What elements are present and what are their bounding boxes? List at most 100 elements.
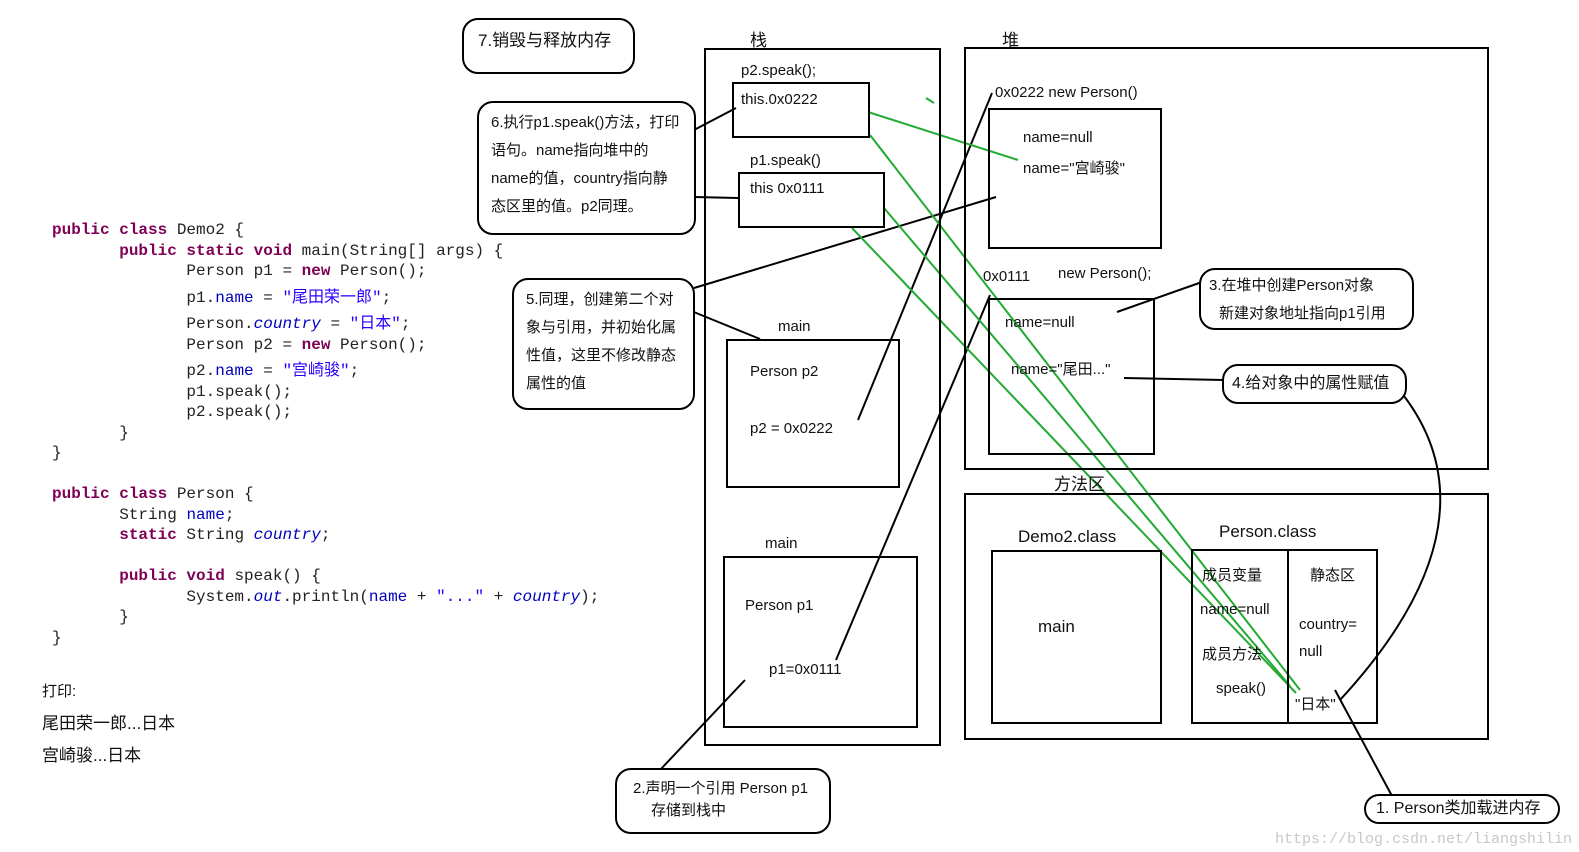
static-country-value: "日本" <box>1295 696 1336 713</box>
code-line: Person.country = "日本"; <box>52 314 411 335</box>
object-2-name-null: name=null <box>1023 129 1093 146</box>
p2-value: p2 = 0x0222 <box>750 420 833 437</box>
demo2-main: main <box>1038 617 1075 636</box>
member-methods-label: 成员方法 <box>1202 646 1263 663</box>
code-line: } <box>52 424 129 442</box>
code-keyword: public void <box>119 567 225 585</box>
method-area-title: 方法区 <box>1054 475 1105 494</box>
member-speak: speak() <box>1216 680 1267 697</box>
main-frame-1 <box>723 556 918 728</box>
code-field: name <box>215 288 254 307</box>
code-text: Person(); <box>330 262 427 280</box>
bubble-step-3: 3.在堆中创建Person对象 新建对象地址指向p1引用 <box>1199 268 1414 330</box>
code-text: Person p2 = <box>186 335 302 354</box>
code-text: Person { <box>167 485 254 503</box>
code-line: Person p2 = new Person(); <box>52 336 426 354</box>
code-keyword: new <box>301 335 331 354</box>
code-text: ; <box>349 362 360 380</box>
code-text: p1. <box>186 288 216 307</box>
p2-speak-label: p2.speak(); <box>741 62 817 79</box>
code-line: Person p1 = new Person(); <box>52 262 426 280</box>
p1-speak-frame <box>738 172 885 228</box>
code-string: "..." <box>436 587 485 606</box>
code-text: String <box>176 526 254 544</box>
object-2 <box>988 108 1162 249</box>
static-area-label: 静态区 <box>1310 567 1356 584</box>
p1-value: p1=0x0111 <box>769 661 842 678</box>
code-text: p1.speak(); <box>186 382 293 401</box>
code-static-field: out <box>253 587 283 606</box>
code-text: p2.speak(); <box>186 403 293 421</box>
code-line: public class Demo2 { <box>52 221 244 239</box>
code-text: main(String[] args) { <box>292 241 504 260</box>
stack-title: 栈 <box>750 31 767 50</box>
code-string: "日本" <box>349 315 401 333</box>
code-field: name <box>186 505 225 524</box>
object-1-name-null: name=null <box>1005 314 1075 331</box>
stack-area <box>704 48 941 746</box>
code-line: } <box>52 608 129 626</box>
code-text: + <box>484 587 513 606</box>
code-text: p2. <box>186 362 216 380</box>
code-line: System.out.println(name + "..." + countr… <box>52 588 599 606</box>
code-keyword: new <box>301 262 331 280</box>
code-text: ; <box>320 526 331 544</box>
code-text: Demo2 { <box>167 221 245 239</box>
this-p2: this.0x0222 <box>741 91 818 108</box>
code-line: p1.speak(); <box>52 383 292 401</box>
code-static-field: country <box>512 587 581 606</box>
code-text: } <box>52 444 62 462</box>
bubble-step-4: 4.给对象中的属性赋值 <box>1222 364 1407 404</box>
bubble-step-5: 5.同理，创建第二个对象与引用，并初始化属性值，这里不修改静态属性的值 <box>512 278 695 410</box>
code-listing: public class Demo2 { public static void … <box>52 220 599 648</box>
static-country: country= <box>1299 616 1357 633</box>
member-name-null: name=null <box>1200 601 1270 618</box>
code-text: ; <box>224 505 235 524</box>
heap-area <box>964 47 1489 470</box>
member-variables-label: 成员变量 <box>1202 567 1263 584</box>
bubble-step-3-line-1: 3.在堆中创建Person对象 <box>1209 277 1375 294</box>
code-text: .println( <box>282 587 369 606</box>
line-4-to-country <box>1339 395 1442 701</box>
line-1-to-person <box>1334 689 1393 797</box>
line-4-to-name <box>1123 377 1225 381</box>
object-1-address: 0x0111 <box>983 268 1030 285</box>
bubble-step-2: 2.声明一个引用 Person p1 存储到栈中 <box>615 768 831 834</box>
static-area-box <box>1287 549 1378 724</box>
code-text: = <box>320 315 350 333</box>
code-line: p1.name = "尾田荣一郎"; <box>52 288 391 309</box>
code-text: ; <box>381 288 392 307</box>
main-frame-2 <box>726 339 900 488</box>
bubble-step-3-line-2: 新建对象地址指向p1引用 <box>1219 305 1386 322</box>
object-1-new: new Person(); <box>1058 265 1152 282</box>
watermark: https://blog.csdn.net/liangshilin <box>1275 831 1573 848</box>
bubble-step-6: 6.执行p1.speak()方法，打印语句。name指向堆中的name的值，co… <box>477 101 696 235</box>
green-this1-to-name <box>883 207 1291 687</box>
bubble-step-2-line-2: 存储到栈中 <box>651 802 727 819</box>
code-text: ; <box>400 315 411 333</box>
green-this1-to-japan <box>851 227 1297 694</box>
code-keyword: public class <box>52 485 168 503</box>
code-text: ); <box>580 587 600 606</box>
p1-variable: Person p1 <box>745 597 814 614</box>
demo2-class-label: Demo2.class <box>1018 527 1117 546</box>
code-text: } <box>52 628 62 647</box>
p1-speak-label: p1.speak() <box>750 152 821 169</box>
code-line: p2.speak(); <box>52 403 292 421</box>
line-6-to-this1 <box>693 196 739 199</box>
code-keyword: static <box>119 526 177 544</box>
this-p1: this 0x0111 <box>750 180 825 197</box>
code-string: "尾田荣一郎" <box>282 288 382 307</box>
code-field: name <box>368 587 408 606</box>
code-line: p2.name = "宫崎骏"; <box>52 361 359 382</box>
code-text: } <box>119 608 129 626</box>
code-line: String name; <box>52 506 234 524</box>
object-2-name-value: name="宫崎骏" <box>1023 160 1125 177</box>
code-keyword: public class <box>52 221 168 239</box>
green-this2-to-japan <box>869 134 1301 691</box>
code-text: String <box>119 505 187 524</box>
code-text: } <box>119 423 129 442</box>
code-line: static String country; <box>52 526 330 544</box>
line-6-to-this2 <box>693 107 737 131</box>
output-line-1: 尾田荣一郎...日本 <box>42 714 176 733</box>
